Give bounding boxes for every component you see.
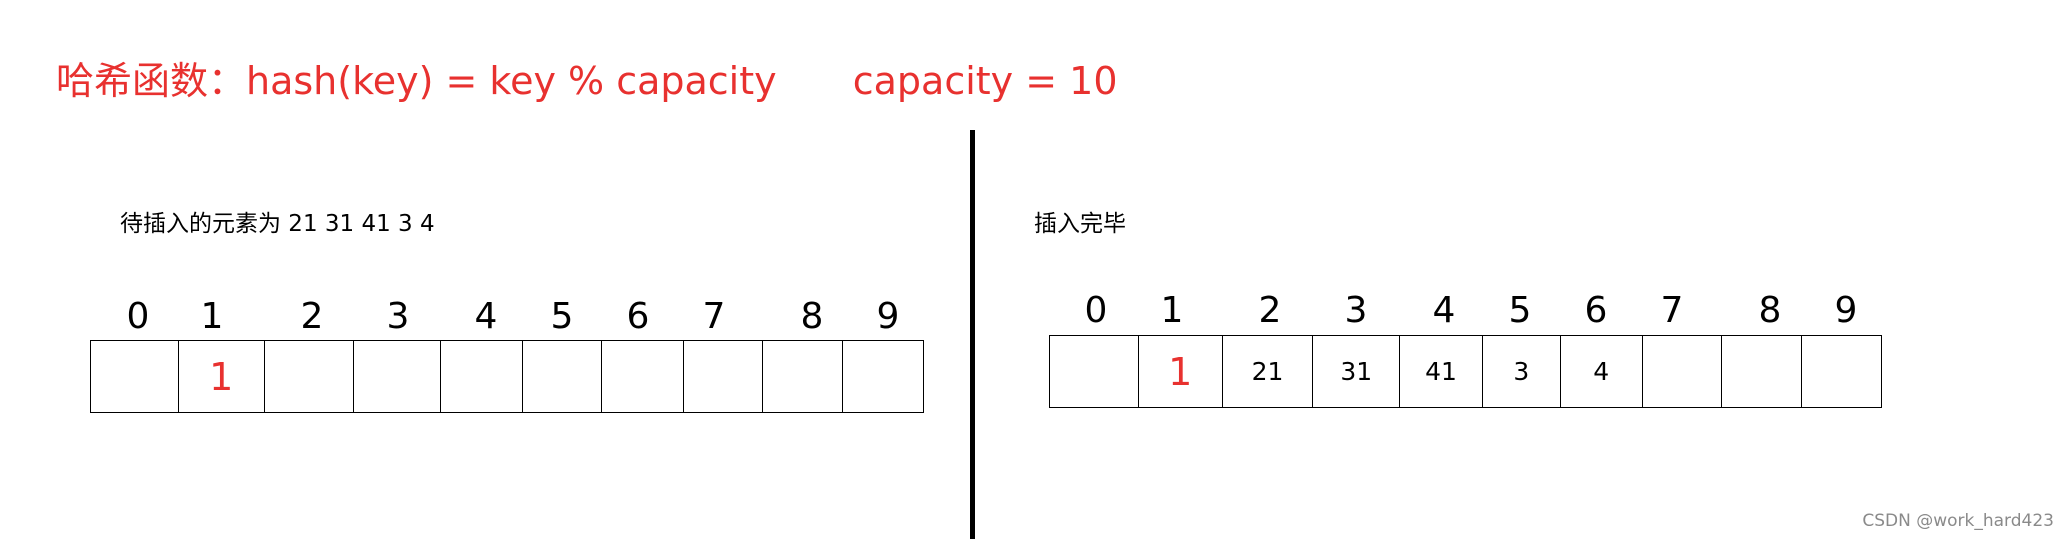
left-index-6: 6 bbox=[626, 296, 650, 337]
left-index-8: 8 bbox=[800, 296, 824, 337]
left-cell-5 bbox=[523, 341, 602, 412]
left-cell-2 bbox=[265, 341, 355, 412]
right-index-1: 1 bbox=[1160, 290, 1184, 331]
right-index-6: 6 bbox=[1584, 290, 1608, 331]
right-index-7: 7 bbox=[1660, 290, 1684, 331]
left-index-4: 4 bbox=[474, 296, 498, 337]
left-cell-6 bbox=[602, 341, 684, 412]
watermark: CSDN @work_hard423 bbox=[1862, 511, 2054, 531]
right-cell-2: 21 bbox=[1223, 336, 1314, 407]
left-cell-8 bbox=[763, 341, 844, 412]
right-cell-8 bbox=[1722, 336, 1803, 407]
left-cell-1: 1 bbox=[179, 341, 265, 412]
right-index-4: 4 bbox=[1432, 290, 1456, 331]
right-cell-1: 1 bbox=[1139, 336, 1223, 407]
right-index-9: 9 bbox=[1834, 290, 1858, 331]
right-index-2: 2 bbox=[1258, 290, 1282, 331]
insert-complete-caption: 插入完毕 bbox=[1034, 211, 1126, 237]
left-cell-4 bbox=[441, 341, 523, 412]
left-index-7: 7 bbox=[702, 296, 726, 337]
left-hash-table: 1 bbox=[90, 340, 924, 413]
right-cell-5: 3 bbox=[1483, 336, 1561, 407]
right-cell-6: 4 bbox=[1561, 336, 1643, 407]
left-cell-3 bbox=[354, 341, 442, 412]
right-cell-0 bbox=[1050, 336, 1139, 407]
right-cell-3: 31 bbox=[1313, 336, 1401, 407]
right-cell-7 bbox=[1643, 336, 1723, 407]
capacity-label: capacity = 10 bbox=[852, 59, 1118, 103]
left-cell-9 bbox=[843, 341, 923, 412]
right-index-5: 5 bbox=[1508, 290, 1532, 331]
left-cell-0 bbox=[91, 341, 179, 412]
left-index-0: 0 bbox=[126, 296, 150, 337]
right-index-3: 3 bbox=[1344, 290, 1368, 331]
right-cell-9 bbox=[1802, 336, 1881, 407]
left-index-1: 1 bbox=[200, 296, 224, 337]
hash-formula: 哈希函数：hash(key) = key % capacity bbox=[56, 59, 777, 103]
right-index-0: 0 bbox=[1084, 290, 1108, 331]
right-cell-4: 41 bbox=[1400, 336, 1483, 407]
left-index-3: 3 bbox=[386, 296, 410, 337]
left-index-2: 2 bbox=[300, 296, 324, 337]
left-index-9: 9 bbox=[876, 296, 900, 337]
left-index-5: 5 bbox=[550, 296, 574, 337]
left-cell-7 bbox=[684, 341, 764, 412]
hash-function-title: 哈希函数：hash(key) = key % capacity capacity… bbox=[56, 50, 1118, 105]
right-index-8: 8 bbox=[1758, 290, 1782, 331]
divider-line bbox=[970, 130, 975, 539]
pending-elements-caption: 待插入的元素为 21 31 41 3 4 bbox=[120, 211, 435, 237]
